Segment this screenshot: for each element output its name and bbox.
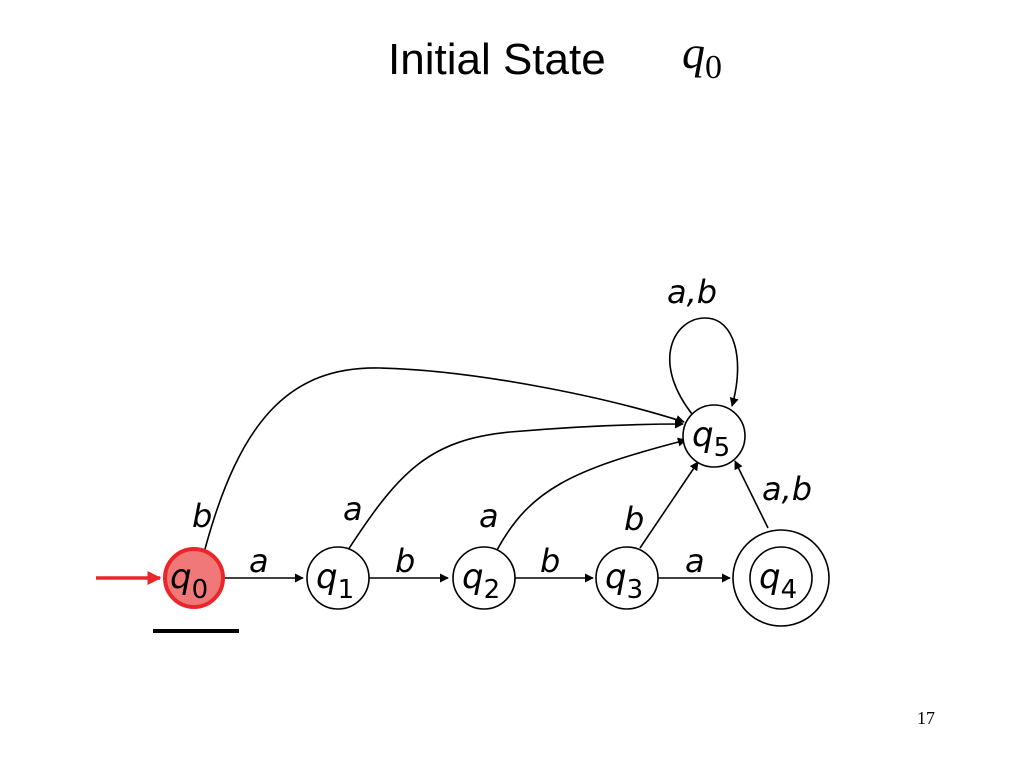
state-q2: q2 xyxy=(452,546,516,610)
edge-label-q4-q5: a,b xyxy=(762,470,812,508)
state-q5-label: q5 xyxy=(692,415,730,463)
edge-label-q1-q2: b xyxy=(395,542,415,580)
title-symbol-subscript: 0 xyxy=(705,49,722,86)
edge-label-q0-q1: a xyxy=(249,542,269,580)
edge-q4-q5 xyxy=(734,460,769,529)
state-q3-label: q3 xyxy=(605,557,643,605)
state-q4: q4 xyxy=(732,529,830,627)
state-q5: q5 xyxy=(682,404,746,468)
title-symbol-base: q xyxy=(682,27,705,78)
state-q0-label: q0 xyxy=(170,557,208,605)
state-q1: q1 xyxy=(306,546,370,610)
edge-q0-q5 xyxy=(204,367,685,550)
edge-label-q2-q3: b xyxy=(540,542,560,580)
state-q1-circle xyxy=(306,546,370,610)
slide-title: Initial State xyxy=(388,35,606,84)
state-q3-circle xyxy=(595,546,659,610)
edge-label-q5-self-loop: a,b xyxy=(667,273,717,311)
edge-q1-q5 xyxy=(347,419,684,551)
edge-label-q0-q5: b xyxy=(192,497,212,535)
edge-label-q2-q5: a xyxy=(479,497,499,535)
state-q0: q0 xyxy=(163,547,225,609)
state-q5-circle xyxy=(682,404,746,468)
state-q4-inner-circle xyxy=(749,546,813,610)
state-q4-label: q4 xyxy=(759,557,797,605)
edge-label-q3-q4: a xyxy=(685,542,705,580)
edge-label-q3-q5: b xyxy=(624,500,644,538)
title-state-symbol: q0 xyxy=(682,27,722,85)
edge-label-q1-q5: a xyxy=(343,490,363,528)
edge-q3-q5 xyxy=(639,461,699,549)
state-q1-label: q1 xyxy=(316,557,354,605)
edge-q5-self-loop xyxy=(668,317,739,415)
state-q2-circle xyxy=(452,546,516,610)
page-number: 17 xyxy=(917,708,935,728)
state-q2-label: q2 xyxy=(462,557,500,605)
state-q0-circle xyxy=(163,547,225,609)
edge-q2-q5 xyxy=(496,437,687,551)
state-q3: q3 xyxy=(595,546,659,610)
